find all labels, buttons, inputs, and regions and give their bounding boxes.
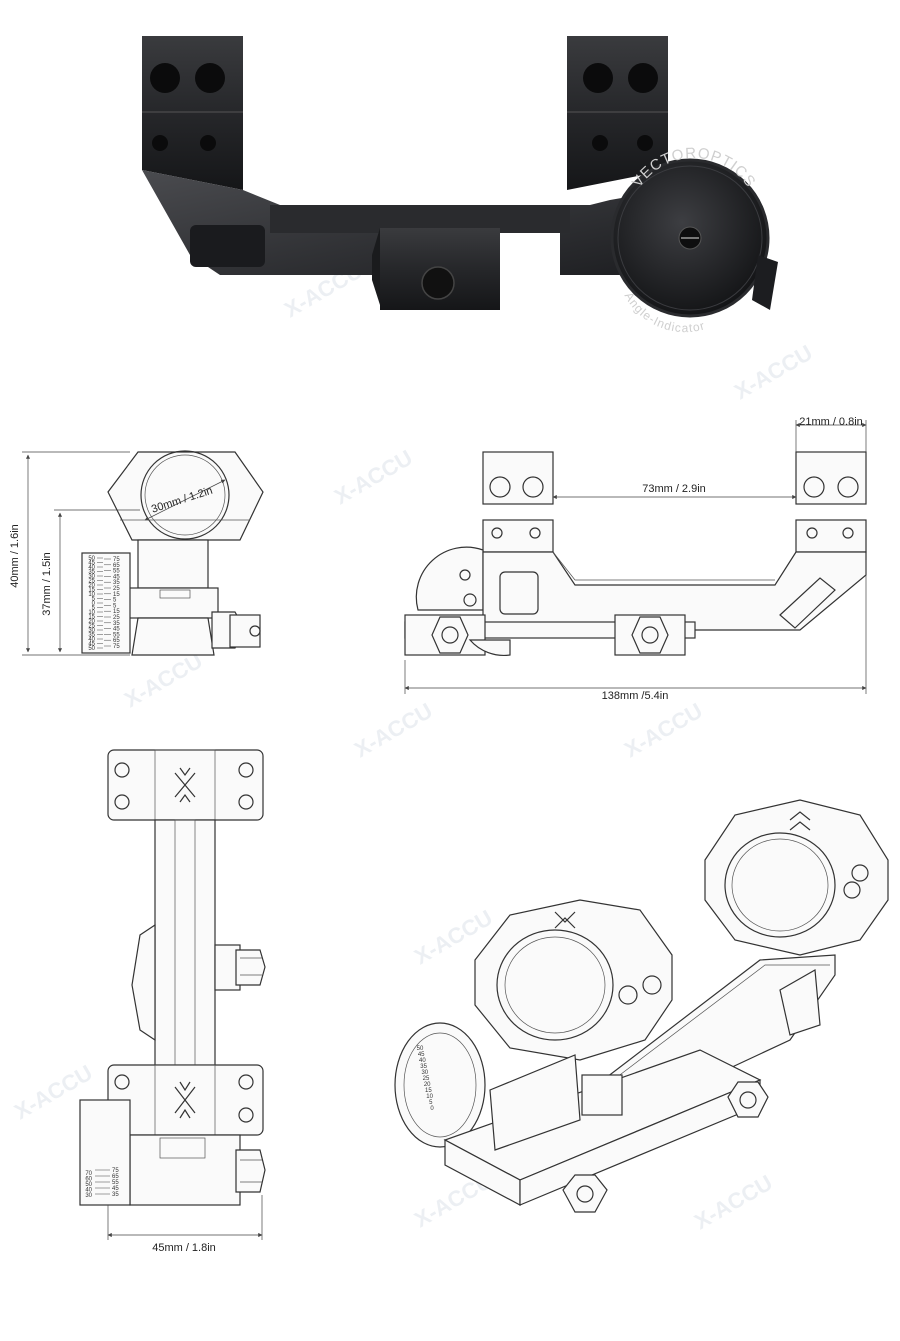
scale-label-left: 25 (88, 579, 95, 585)
scale-label-iso: 5 (429, 1100, 433, 1106)
side-view-drawing (404, 420, 867, 694)
dim-ring-spacing: 73mm / 2.9in (642, 483, 706, 495)
scale-label-left: 50 (88, 556, 95, 562)
watermark-text: X-ACCU (690, 1170, 777, 1234)
scale-label-left: 40 (85, 1188, 92, 1194)
watermark-text: X-ACCU (620, 698, 707, 762)
scale-label-left: 10 (88, 592, 95, 598)
scale-label-left: 30 (88, 574, 95, 580)
scale-label-iso: 50 (417, 1046, 424, 1052)
scale-label-right: 35 (112, 1192, 119, 1198)
scale-label-iso: 45 (418, 1052, 425, 1058)
scale-label-right: 65 (112, 1174, 119, 1180)
dim-height-center: 37mm / 1.5in (41, 552, 53, 616)
scale-label-left: 0 (92, 601, 96, 607)
scale-label-left: 45 (88, 561, 95, 567)
dim-total-length: 138mm /5.4in (602, 690, 669, 702)
scale-label-iso: 0 (430, 1106, 434, 1112)
scale-label-right: 35 (113, 580, 120, 586)
watermark-text: X-ACCU (120, 648, 207, 712)
scale-label-iso: 20 (424, 1082, 431, 1088)
scale-label-right: 55 (113, 569, 120, 575)
scale-label-left: 50 (88, 646, 95, 652)
dim-ring-width: 21mm / 0.8in (799, 416, 863, 428)
front-view-drawing: 5045403530252015105051015202530354045507… (22, 450, 264, 656)
watermark-text: X-ACCU (350, 698, 437, 762)
scale-label-left: 35 (88, 570, 95, 576)
scale-label-iso: 25 (423, 1076, 430, 1082)
watermark-text: X-ACCU (330, 445, 417, 509)
scale-label-left: 10 (88, 610, 95, 616)
product-photo: VECTOROPTICS Angle-Indicator (142, 36, 778, 335)
scale-label-right: 45 (113, 574, 120, 580)
scale-label-left: 20 (88, 583, 95, 589)
scale-label-left: 60 (85, 1177, 92, 1183)
scale-label-left: 70 (85, 1171, 92, 1177)
scale-label-right: 5 (113, 603, 117, 609)
scale-label-left: 5 (92, 606, 96, 612)
scale-label-right: 35 (113, 621, 120, 627)
scale-label-right: 55 (113, 632, 120, 638)
scale-label-iso: 35 (420, 1064, 427, 1070)
scale-label-left: 30 (88, 628, 95, 634)
scale-label-left: 35 (88, 633, 95, 639)
scale-label-right: 45 (112, 1186, 119, 1192)
scale-label-right: 75 (113, 557, 120, 563)
scale-label-iso: 40 (419, 1058, 426, 1064)
scale-label-right: 75 (113, 644, 120, 650)
scale-label-iso: 15 (425, 1088, 432, 1094)
dim-base-width: 45mm / 1.8in (152, 1242, 216, 1254)
scale-label-right: 25 (113, 586, 120, 592)
scale-label-iso: 10 (426, 1094, 433, 1100)
scale-label-left: 5 (92, 597, 96, 603)
scale-label-right: 15 (113, 609, 120, 615)
scale-label-left: 30 (85, 1193, 92, 1199)
scale-label-left: 25 (88, 624, 95, 630)
scale-label-right: 45 (113, 627, 120, 633)
scale-label-right: 25 (113, 615, 120, 621)
scale-label-right: 15 (113, 592, 120, 598)
scale-label-right: 65 (113, 563, 120, 569)
scale-label-left: 20 (88, 619, 95, 625)
scale-label-left: 40 (88, 565, 95, 571)
dim-height-total: 40mm / 1.6in (9, 524, 21, 588)
scale-label-left: 50 (85, 1182, 92, 1188)
scale-label-right: 65 (113, 638, 120, 644)
scale-label-left: 45 (88, 642, 95, 648)
scale-label-right: 75 (112, 1168, 119, 1174)
scale-label-iso: 30 (421, 1070, 428, 1076)
scale-label-left: 15 (88, 615, 95, 621)
scale-label-right: 55 (112, 1180, 119, 1186)
scale-label-right: 5 (113, 598, 117, 604)
front-scale: 5045403530252015105051015202530354045507… (88, 556, 120, 652)
scale-label-left: 15 (88, 588, 95, 594)
watermark-text: X-ACCU (730, 340, 817, 404)
scale-label-left: 40 (88, 637, 95, 643)
